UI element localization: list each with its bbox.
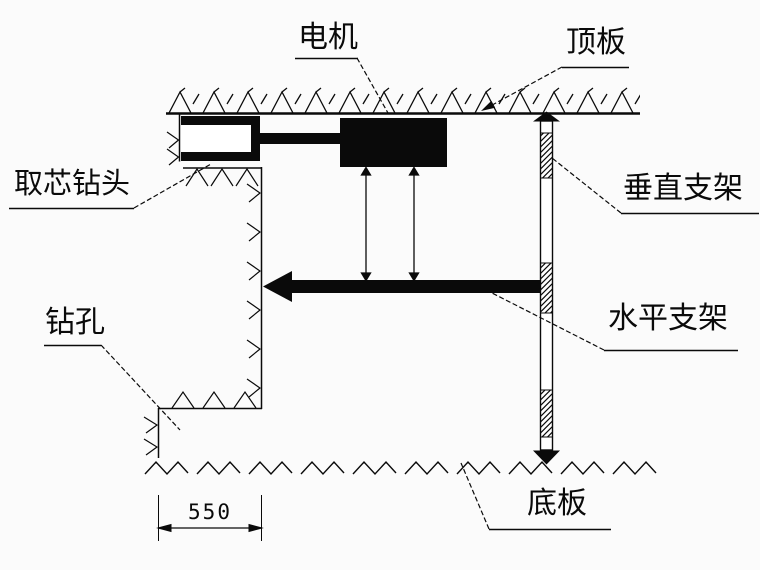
motor-leader — [356, 57, 389, 114]
borehole-leader — [100, 344, 181, 431]
drive-shaft-shape — [260, 133, 340, 144]
label-horizontal-support: 水平支架 — [608, 301, 728, 336]
up-arrow-icon — [533, 111, 560, 122]
dimension-text: 550 — [188, 500, 232, 524]
label-core-drill-bit: 取芯钻头 — [13, 166, 130, 200]
label-vertical-support: 垂直支架 — [623, 171, 743, 206]
floor-hatching — [144, 460, 657, 476]
floor-leader — [460, 462, 490, 530]
roof-hatching — [166, 87, 640, 113]
drive-rods — [360, 166, 420, 282]
core-drill-bit-shape — [178, 114, 260, 162]
label-motor: 电机 — [298, 20, 358, 55]
roof-leader-arrow-icon — [481, 100, 496, 111]
label-underlines — [9, 57, 759, 531]
vertical-support-leader — [551, 157, 622, 214]
vertical-support-bar — [533, 111, 560, 465]
rock-hatch-ticks — [143, 131, 261, 456]
horizontal-support-leader — [491, 292, 605, 351]
core-bit-leader — [133, 163, 212, 209]
drill-hole-outline — [157, 167, 263, 458]
dimension-550 — [156, 495, 264, 541]
label-borehole: 钻孔 — [45, 305, 105, 340]
motor-shape — [340, 118, 447, 167]
down-arrow-icon — [533, 450, 560, 465]
label-floor: 底板 — [527, 486, 587, 521]
leader-lines — [100, 57, 622, 530]
horizontal-support-arrow — [263, 271, 541, 302]
label-roof: 顶板 — [566, 25, 626, 60]
